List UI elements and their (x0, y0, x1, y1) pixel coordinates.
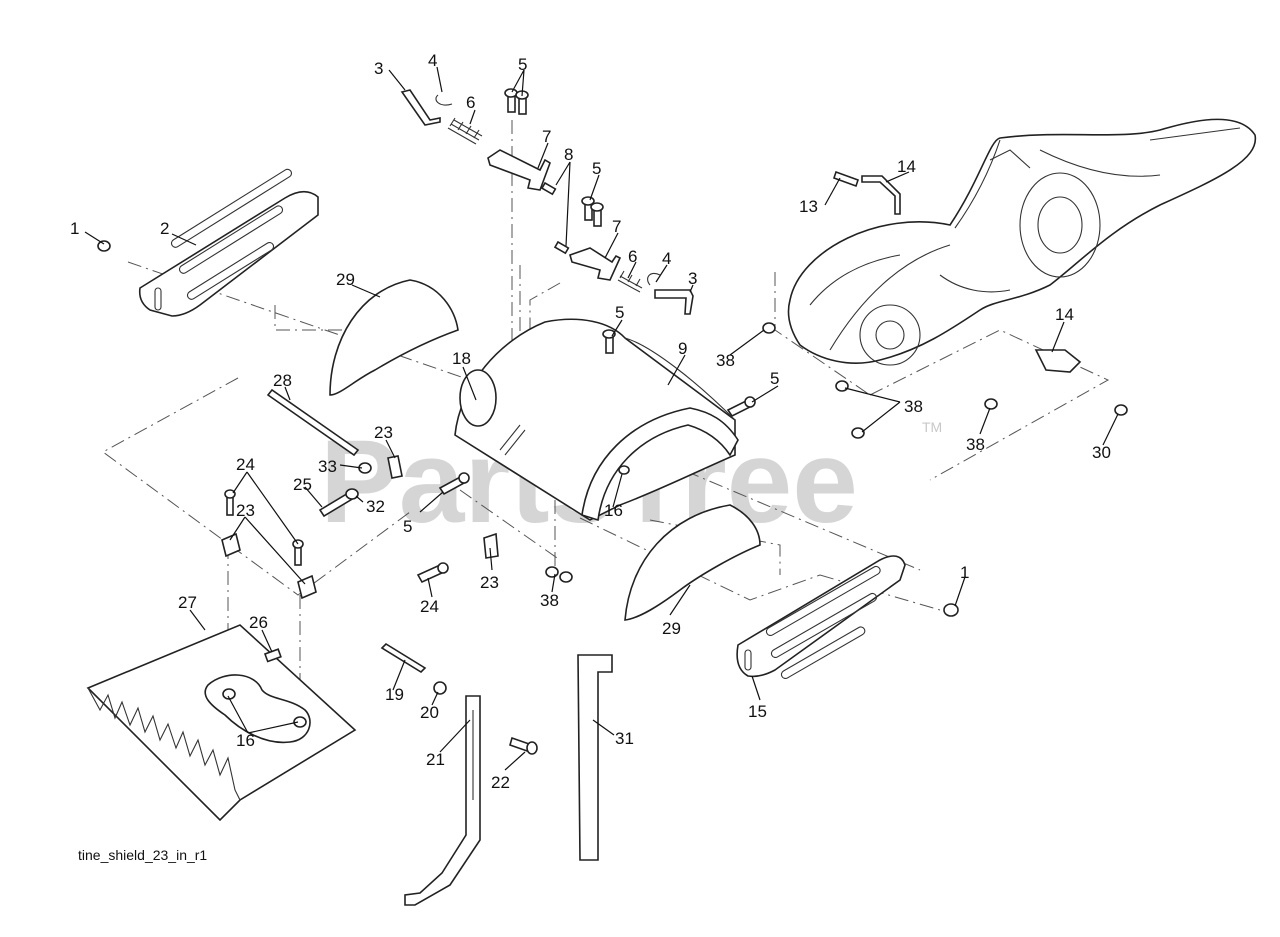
callout-30: 30 (1092, 443, 1111, 462)
callout-1-right: 1 (960, 563, 969, 582)
callout-15: 15 (748, 702, 767, 721)
callout-18: 18 (452, 349, 471, 368)
callout-27: 27 (178, 593, 197, 612)
callout-3-top: 3 (374, 59, 383, 78)
leader-lines (84, 66, 1119, 771)
callout-16-low: 16 (236, 731, 255, 750)
callout-5-shield: 5 (615, 303, 624, 322)
callout-38-right: 38 (966, 435, 985, 454)
callout-13: 13 (799, 197, 818, 216)
callout-22: 22 (491, 773, 510, 792)
callout-2: 2 (160, 219, 169, 238)
callout-5-right: 5 (770, 369, 779, 388)
callout-9: 9 (678, 339, 687, 358)
part-9-tine-shield (454, 318, 736, 521)
callout-5-bolt: 5 (403, 517, 412, 536)
callout-23-mid: 23 (236, 501, 255, 520)
watermark-trademark: TM (922, 419, 942, 435)
callout-21: 21 (426, 750, 445, 769)
tiller-transmission-housing (787, 118, 1257, 366)
callout-23-top: 23 (374, 423, 393, 442)
callout-38-top: 38 (716, 351, 735, 370)
callout-16-mid: 16 (604, 501, 623, 520)
callout-5-mid: 5 (592, 159, 601, 178)
callout-7-top: 7 (542, 127, 551, 146)
callout-29-low: 29 (662, 619, 681, 638)
part-29-shield-flap-lower (624, 504, 761, 621)
callout-24-top: 24 (236, 455, 255, 474)
callout-14-top: 14 (897, 157, 916, 176)
diagram-caption: tine_shield_23_in_r1 (78, 847, 207, 863)
part-2-side-shield-left (138, 168, 319, 317)
callout-7-mid: 7 (612, 217, 621, 236)
callout-4-top: 4 (428, 51, 437, 70)
callout-14-right: 14 (1055, 305, 1074, 324)
callout-28: 28 (273, 371, 292, 390)
callout-3-mid: 3 (688, 269, 697, 288)
part-16-flap-curved (581, 407, 739, 522)
callout-33: 33 (318, 457, 337, 476)
callout-32: 32 (366, 497, 385, 516)
callout-31: 31 (615, 729, 634, 748)
part-27-shield-base (86, 624, 357, 822)
callout-4-mid: 4 (662, 249, 671, 268)
callout-26: 26 (249, 613, 268, 632)
callout-24-low: 24 (420, 597, 439, 616)
callout-38-mid: 38 (904, 397, 923, 416)
part-21-depth-bar (380, 642, 538, 906)
part-15-side-shield-right (736, 555, 906, 680)
callout-38-low: 38 (540, 591, 559, 610)
callout-6-top: 6 (466, 93, 475, 112)
callout-6-mid: 6 (628, 247, 637, 266)
callout-20: 20 (420, 703, 439, 722)
callout-8: 8 (564, 145, 573, 164)
callout-25: 25 (293, 475, 312, 494)
part-29-shield-flap-upper (329, 279, 459, 396)
callout-labels: 1 2 3 4 5 6 7 8 5 7 6 4 3 13 14 29 5 9 1… (70, 51, 1111, 792)
callout-19: 19 (385, 685, 404, 704)
callout-29-top: 29 (336, 270, 355, 289)
callout-5-top: 5 (518, 55, 527, 74)
callout-23-low: 23 (480, 573, 499, 592)
callout-1-top: 1 (70, 219, 79, 238)
part-31-drag-bar (577, 654, 613, 861)
